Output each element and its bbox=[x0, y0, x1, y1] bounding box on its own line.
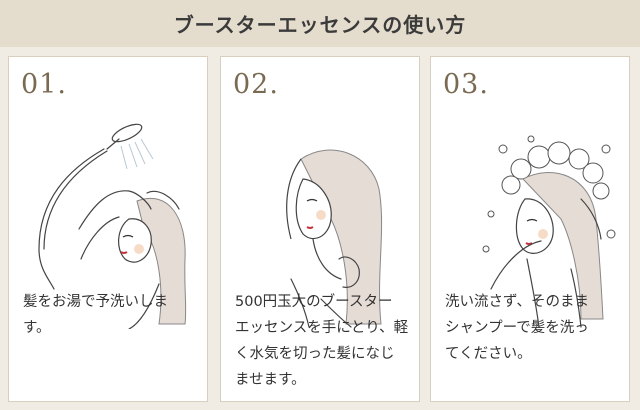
step-number: 03. bbox=[443, 69, 489, 100]
step-number: 01. bbox=[21, 69, 67, 100]
step-description: 髪をお湯で予洗いしま す。 bbox=[23, 294, 168, 336]
step-card-2: 02. 500円玉大のブースター エッセンスを手にとり、軽 く水気を切った髪にな… bbox=[220, 56, 420, 402]
step-description: 500円玉大のブースター エッセンスを手にとり、軽 く水気を切った髪になじ ませ… bbox=[235, 294, 409, 388]
page-title: ブースターエッセンスの使い方 bbox=[173, 13, 467, 37]
step-description: 洗い流さず、そのまま シャンプーで髪を洗っ てください。 bbox=[445, 294, 589, 362]
page-header: ブースターエッセンスの使い方 bbox=[0, 0, 640, 47]
apply-essence-illustration bbox=[286, 149, 383, 328]
step-card-1: 01. 髪をお湯で予洗いしま す。 bbox=[8, 56, 208, 402]
step-number: 02. bbox=[233, 69, 279, 100]
shower-rinse-illustration bbox=[38, 123, 187, 329]
step-card-3: 03. 洗い流さず、そのまま シャンプーで髪を洗っ てください。 bbox=[430, 56, 630, 402]
shampoo-illustration bbox=[482, 135, 616, 328]
